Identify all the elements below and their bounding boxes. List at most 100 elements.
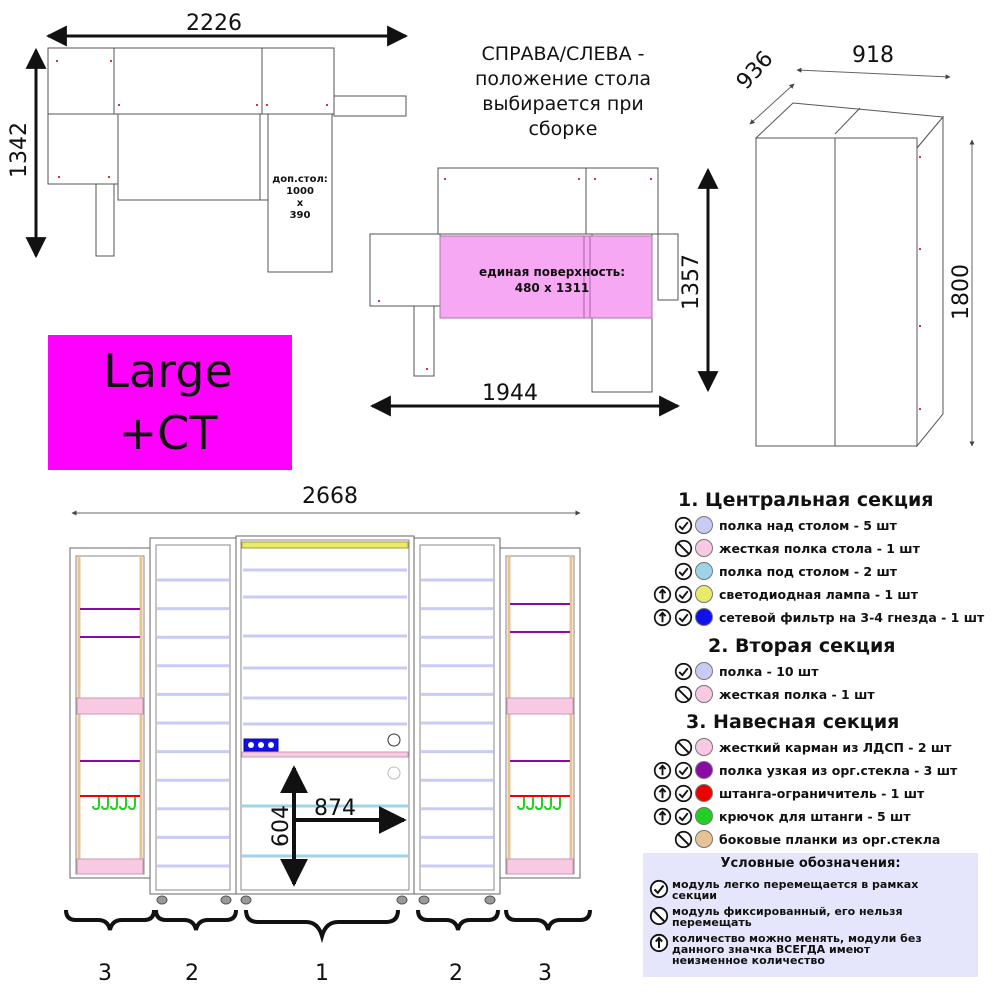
legend-section-3-title: 3. Навесная секция xyxy=(686,711,900,733)
position-note: СПРАВА/СЛЕВА - положение стола выбираетс… xyxy=(475,43,651,140)
surface-label: единая поверхность: 480 х 1311 xyxy=(479,265,625,295)
forbidden-icon xyxy=(674,685,693,703)
svg-text:х: х xyxy=(297,198,304,209)
dim-top-height: 1342 xyxy=(7,122,32,178)
check-icon xyxy=(674,585,693,603)
legend-item: боковые планки из орг.стекла xyxy=(674,829,940,849)
feet xyxy=(156,895,496,905)
convention-line: неизменное количество xyxy=(672,954,825,967)
color-swatch xyxy=(695,585,713,603)
check-icon xyxy=(674,761,693,779)
legend-item-label: полка - 10 шт xyxy=(719,663,819,679)
legend-item-label: штанга-ограничитель - 1 шт xyxy=(719,785,925,801)
hook-right xyxy=(517,797,525,811)
legend-item: штанга-ограничитель - 1 шт xyxy=(653,783,924,803)
color-swatch xyxy=(695,738,713,756)
dim-cab-width: 918 xyxy=(852,43,894,68)
hook-right xyxy=(535,797,543,811)
cabinet-marks xyxy=(919,156,921,410)
color-swatch xyxy=(695,662,713,680)
conventions-title: Условные обозначения: xyxy=(720,856,901,871)
dim-mid-width: 1944 xyxy=(482,381,538,406)
legend-item: полка под столом - 2 шт xyxy=(674,561,897,581)
convention-line: перемещать xyxy=(672,916,752,929)
dim-inner-height: 604 xyxy=(269,805,294,847)
svg-text:480 х 1311: 480 х 1311 xyxy=(515,281,590,295)
section-braces xyxy=(64,909,592,944)
hook-right xyxy=(526,797,534,811)
svg-text:положение стола: положение стола xyxy=(475,68,651,90)
forbidden-icon xyxy=(674,738,693,756)
arrow-up-icon xyxy=(653,585,672,603)
model-badge xyxy=(48,335,292,470)
color-swatch xyxy=(695,807,713,825)
svg-text:выбирается при: выбирается при xyxy=(482,93,643,115)
front-elevation xyxy=(69,535,581,895)
legend-item: сетевой фильтр на 3-4 гнезда - 1 шт xyxy=(653,607,984,627)
section-number-2-left: 2 xyxy=(185,961,199,986)
section-number-3-right: 3 xyxy=(538,961,552,986)
dim-cab-height: 1800 xyxy=(949,264,974,320)
svg-text:доп.стол:: доп.стол: xyxy=(272,174,328,185)
badge-line1: Large xyxy=(103,344,232,398)
legend-item: жесткий карман из ЛДСП - 2 шт xyxy=(674,737,951,757)
svg-text:единая поверхность:: единая поверхность: xyxy=(479,265,625,279)
legend-item-label: сетевой фильтр на 3-4 гнезда - 1 шт xyxy=(719,609,985,625)
legend-item-label: жесткая полка стола - 1 шт xyxy=(719,540,920,556)
color-swatch xyxy=(695,608,713,626)
arrow-up-icon xyxy=(653,761,672,779)
convention-line: секции xyxy=(672,889,718,902)
plan-view-top-marks xyxy=(56,60,328,178)
color-swatch xyxy=(695,516,713,534)
hook-left xyxy=(119,797,127,811)
legend-item: крючок для штанги - 5 шт xyxy=(653,806,911,826)
arrow-up-icon xyxy=(653,807,672,825)
arrow-up-icon xyxy=(649,933,669,953)
plan-view-middle-marks xyxy=(378,178,652,370)
svg-text:сборке: сборке xyxy=(528,118,597,140)
extra-table-label: доп.стол: 1000 х 390 xyxy=(272,174,328,221)
section-number-2-right: 2 xyxy=(449,961,463,986)
convention-line: модуль легко перемещается в рамках xyxy=(672,878,919,891)
shelves-group xyxy=(157,568,493,868)
check-icon xyxy=(674,662,693,680)
arrow-up-icon xyxy=(653,784,672,802)
arrow-up-icon xyxy=(653,608,672,626)
check-icon xyxy=(674,608,693,626)
legend-item-label: полка под столом - 2 шт xyxy=(719,563,897,579)
conventions-box: Условные обозначения: модуль легко перем… xyxy=(643,853,978,977)
color-swatch xyxy=(695,784,713,802)
check-icon xyxy=(674,516,693,534)
svg-text:СПРАВА/СЛЕВА -: СПРАВА/СЛЕВА - xyxy=(482,43,645,65)
hook-left xyxy=(128,797,136,811)
svg-text:390: 390 xyxy=(290,210,311,221)
legend-item-label: светодиодная лампа - 1 шт xyxy=(719,586,918,602)
color-swatch xyxy=(695,685,713,703)
color-swatch xyxy=(695,539,713,557)
section-number-3-left: 3 xyxy=(98,961,112,986)
dim-inner-width: 874 xyxy=(314,796,356,821)
legend-item: жесткая полка стола - 1 шт xyxy=(674,538,920,558)
legend-section-2-title: 2. Вторая секция xyxy=(708,635,896,657)
cabinet-3d xyxy=(754,102,944,448)
legend-item: полка над столом - 5 шт xyxy=(674,515,897,535)
convention-line: данного значка ВСЕГДА имеют xyxy=(672,943,871,956)
plan-view-top xyxy=(47,47,407,273)
dim-cab-depth: 936 xyxy=(732,47,779,95)
color-swatch xyxy=(695,830,713,848)
legend-item: жесткая полка - 1 шт xyxy=(674,684,875,704)
legend-section-1-title: 1. Центральная секция xyxy=(678,489,934,511)
convention-line: модуль фиксированный, его нельзя xyxy=(672,905,903,918)
legend-item-label: жесткая полка - 1 шт xyxy=(719,686,875,702)
hook-left xyxy=(92,797,100,811)
color-swatch xyxy=(695,562,713,580)
legend-item: полка узкая из орг.стекла - 3 шт xyxy=(653,760,957,780)
badge-line2: +CT xyxy=(119,406,219,460)
hook-right xyxy=(553,797,561,811)
